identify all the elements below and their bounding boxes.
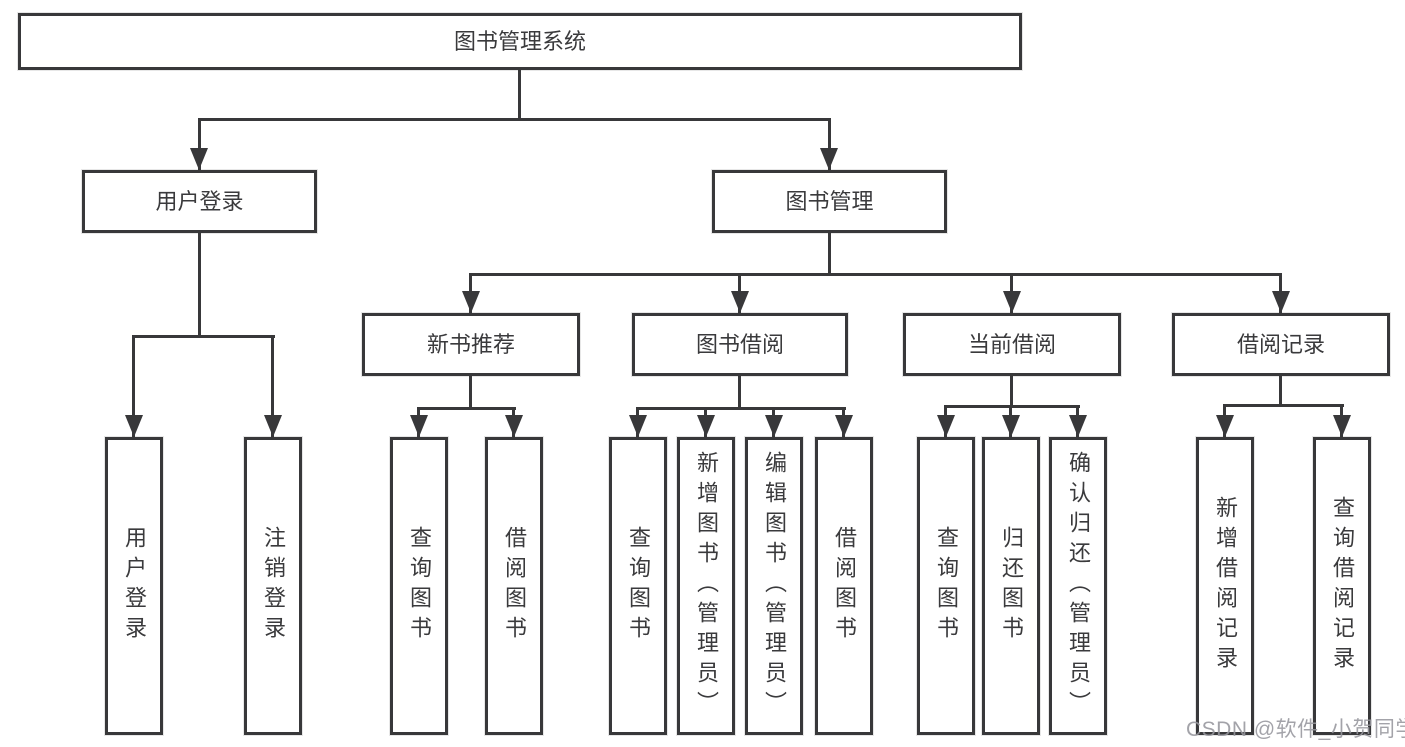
arrow-down-icon xyxy=(820,148,838,170)
connector-new-book-recommend-crossbar xyxy=(417,407,516,410)
leaf-confirm-return-admin: 确认归还（管理员） xyxy=(1049,437,1107,735)
connector-current-borrow-crossbar xyxy=(944,405,1080,408)
csdn-watermark: CSDN @软件_小贺同学 xyxy=(1186,718,1405,741)
leaf-return-book-label: 归还图书 xyxy=(999,526,1024,646)
node-current-borrow-label: 当前借阅 xyxy=(967,331,1056,357)
arrow-down-icon xyxy=(629,415,647,437)
connector-root-to-book-management xyxy=(828,118,831,170)
leaf-query-borrow-record: 查询借阅记录 xyxy=(1313,437,1371,735)
connector-to-leaf-user-login xyxy=(132,335,135,437)
arrow-down-icon xyxy=(462,291,480,313)
arrow-down-icon xyxy=(1002,415,1020,437)
arrow-down-icon xyxy=(1003,291,1021,313)
arrow-down-icon xyxy=(835,415,853,437)
connector-current-borrow-stem xyxy=(1010,376,1013,407)
leaf-logout: 注销登录 xyxy=(244,437,302,735)
leaf-query-book-current-label: 查询图书 xyxy=(934,526,959,646)
node-new-book-recommend-label: 新书推荐 xyxy=(426,331,515,357)
leaf-edit-book-admin: 编辑图书（管理员） xyxy=(745,437,803,735)
leaf-borrow-book-label: 借阅图书 xyxy=(832,526,857,646)
arrow-down-icon xyxy=(1272,291,1290,313)
arrow-down-icon xyxy=(1216,415,1234,437)
leaf-borrow-book-recommend: 借阅图书 xyxy=(485,437,543,735)
leaf-add-borrow-record: 新增借阅记录 xyxy=(1196,437,1254,735)
leaf-user-login-label: 用户登录 xyxy=(122,526,147,646)
arrow-down-icon xyxy=(937,415,955,437)
node-user-login-label: 用户登录 xyxy=(155,188,244,214)
arrow-down-icon xyxy=(264,415,282,437)
node-book-borrow-label: 图书借阅 xyxy=(695,331,784,357)
arrow-down-icon xyxy=(505,415,523,437)
connector-new-book-recommend-stem xyxy=(469,376,472,409)
leaf-borrow-book: 借阅图书 xyxy=(815,437,873,735)
arrow-down-icon xyxy=(410,415,428,437)
leaf-confirm-return-admin-label: 确认归还（管理员） xyxy=(1066,451,1091,721)
connector-book-management-crossbar xyxy=(469,273,1282,276)
connector-user-login-crossbar xyxy=(133,335,275,338)
arrow-down-icon xyxy=(765,415,783,437)
connector-book-borrow-crossbar xyxy=(636,407,846,410)
leaf-borrow-book-recommend-label: 借阅图书 xyxy=(502,526,527,646)
leaf-query-book-borrow-label: 查询图书 xyxy=(626,526,651,646)
node-new-book-recommend: 新书推荐 xyxy=(362,313,580,376)
connector-root-crossbar xyxy=(198,118,831,121)
leaf-query-book-borrow: 查询图书 xyxy=(609,437,667,735)
arrow-down-icon xyxy=(731,291,749,313)
node-user-login: 用户登录 xyxy=(82,170,317,233)
connector-to-leaf-logout xyxy=(271,335,274,437)
leaf-add-book-admin: 新增图书（管理员） xyxy=(677,437,735,735)
node-book-management: 图书管理 xyxy=(712,170,947,233)
leaf-edit-book-admin-label: 编辑图书（管理员） xyxy=(762,451,787,721)
arrow-down-icon xyxy=(125,415,143,437)
leaf-logout-label: 注销登录 xyxy=(261,526,286,646)
leaf-query-book-recommend-label: 查询图书 xyxy=(407,526,432,646)
connector-book-management-stem xyxy=(828,233,831,276)
node-library-management-system: 图书管理系统 xyxy=(18,13,1022,70)
connector-root-stem xyxy=(518,70,521,119)
arrow-down-icon xyxy=(1333,415,1351,437)
arrow-down-icon xyxy=(190,148,208,170)
node-book-management-label: 图书管理 xyxy=(785,188,874,214)
node-book-borrow: 图书借阅 xyxy=(632,313,848,376)
node-borrow-record: 借阅记录 xyxy=(1172,313,1390,376)
leaf-add-borrow-record-label: 新增借阅记录 xyxy=(1213,496,1238,676)
node-current-borrow: 当前借阅 xyxy=(903,313,1121,376)
connector-user-login-stem xyxy=(198,233,201,338)
connector-book-borrow-stem xyxy=(738,376,741,409)
node-library-management-system-label: 图书管理系统 xyxy=(453,28,586,54)
leaf-query-book-current: 查询图书 xyxy=(917,437,975,735)
connector-borrow-record-stem xyxy=(1279,376,1282,406)
leaf-return-book: 归还图书 xyxy=(982,437,1040,735)
connector-root-to-user-login xyxy=(198,118,201,170)
arrow-down-icon xyxy=(697,415,715,437)
leaf-query-book-recommend: 查询图书 xyxy=(390,437,448,735)
leaf-query-borrow-record-label: 查询借阅记录 xyxy=(1330,496,1355,676)
leaf-user-login: 用户登录 xyxy=(105,437,163,735)
node-borrow-record-label: 借阅记录 xyxy=(1236,331,1325,357)
arrow-down-icon xyxy=(1069,415,1087,437)
leaf-add-book-admin-label: 新增图书（管理员） xyxy=(694,451,719,721)
connector-borrow-record-crossbar xyxy=(1223,404,1344,407)
